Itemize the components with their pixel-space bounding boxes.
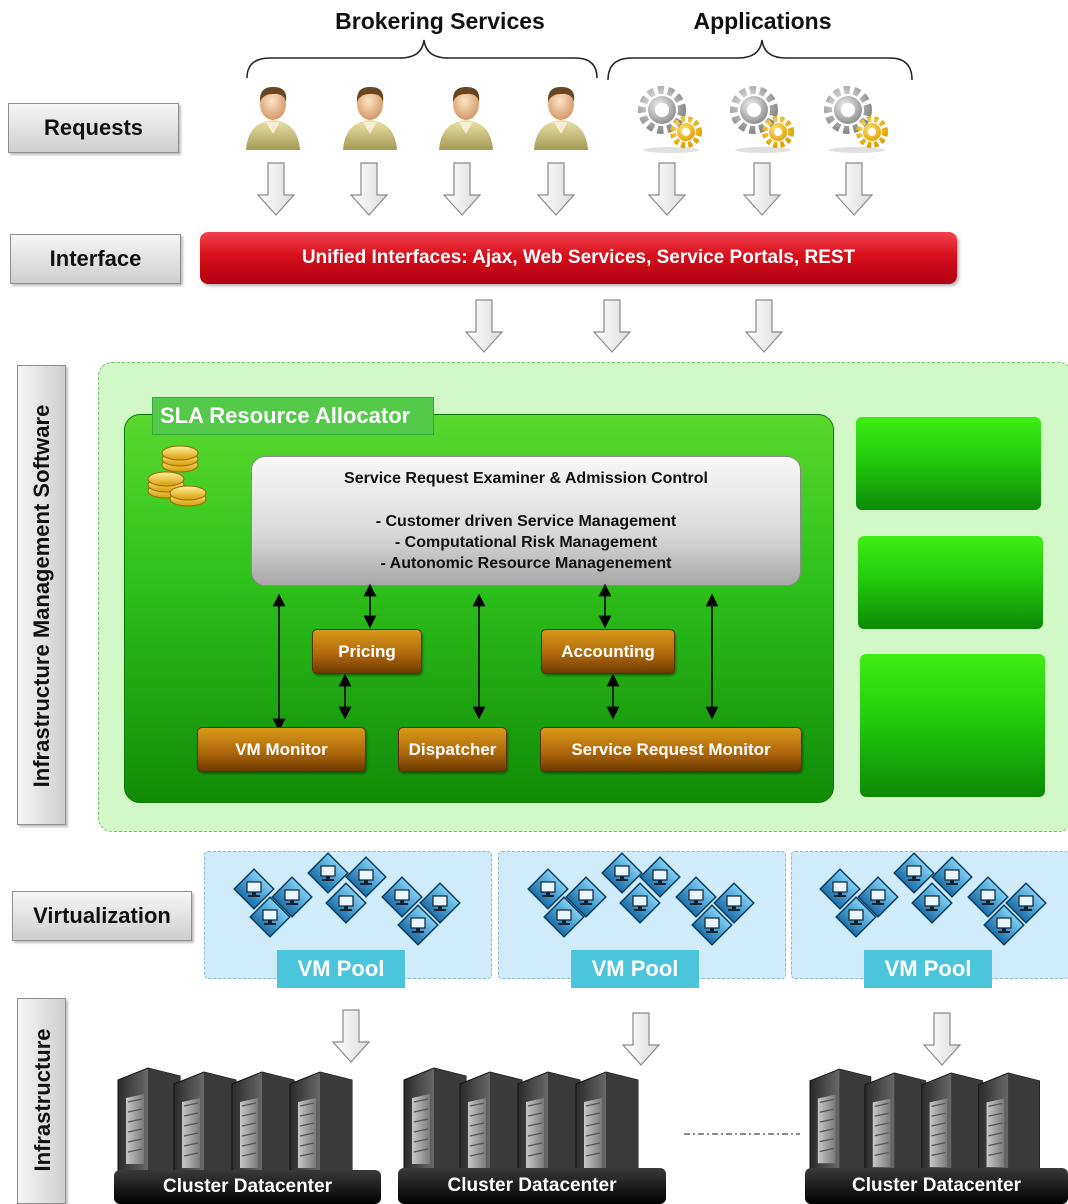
cluster-datacenter-label: Cluster Datacenter [398, 1168, 666, 1204]
interface-layer-label: Interface [10, 234, 181, 284]
requests-layer-label: Requests [8, 103, 179, 153]
accounting-label: Accounting [561, 641, 655, 661]
unified-interfaces-text: Unified Interfaces: Ajax, Web Services, … [301, 247, 856, 268]
vm-pool-label: VM Pool [277, 950, 405, 988]
examiner-line: - Customer driven Service Management [375, 513, 677, 530]
interface-layer-text: Interface [49, 246, 142, 271]
gears-icon [730, 86, 794, 153]
side-box-middle [858, 536, 1043, 629]
applications-heading: Applications [693, 8, 832, 34]
unified-interfaces-bar: Unified Interfaces: Ajax, Web Services, … [200, 232, 957, 284]
cluster-datacenter-label: Cluster Datacenter [114, 1170, 381, 1204]
dispatcher-label: Dispatcher [408, 739, 497, 759]
connector-arrows [272, 583, 719, 732]
server-rack-icon [117, 1067, 353, 1185]
coins-icon [147, 445, 207, 507]
requests-layer-text: Requests [43, 115, 144, 140]
examiner-title: Service Request Examiner & Admission Con… [344, 470, 708, 487]
service-request-examiner-box: Service Request Examiner & Admission Con… [251, 456, 801, 586]
user-icon [343, 86, 397, 150]
gears-icon [638, 86, 702, 153]
cluster-datacenter-text: Cluster Datacenter [163, 1176, 332, 1197]
virtualization-layer-text: Virtualization [33, 903, 171, 928]
examiner-line: - Computational Risk Management [394, 534, 658, 551]
pricing-module: Pricing [312, 629, 422, 674]
side-box-bottom [860, 654, 1045, 797]
server-rack-icon [809, 1068, 1041, 1184]
brokering-brace [246, 39, 598, 79]
vm-pool-text: VM Pool [297, 956, 385, 981]
virtualization-layer-label: Virtualization [12, 891, 192, 941]
sla-resource-allocator-title: SLA Resource Allocator [152, 397, 434, 435]
vm-monitor-module: VM Monitor [197, 727, 366, 772]
cluster-datacenter-text: Cluster Datacenter [447, 1175, 617, 1196]
dispatcher-module: Dispatcher [398, 727, 507, 772]
infrastructure-layer-label: Infrastructure [17, 998, 66, 1204]
infrastructure-management-layer-label: Infrastructure Management Software [17, 365, 66, 825]
vm-pool-text: VM Pool [591, 956, 679, 981]
sla-title-text: SLA Resource Allocator [160, 403, 411, 428]
side-box-top [856, 417, 1041, 510]
gears-icon [824, 86, 888, 153]
vm-pool-label: VM Pool [864, 950, 992, 988]
user-icon [534, 86, 588, 150]
service-request-monitor-label: Service Request Monitor [571, 739, 771, 759]
examiner-line: - Autonomic Resource Managenement [380, 555, 672, 572]
vm-monitor-label: VM Monitor [235, 739, 328, 759]
user-icon [246, 86, 300, 150]
cluster-datacenter-text: Cluster Datacenter [852, 1175, 1021, 1196]
user-icon [439, 86, 493, 150]
vm-pool-text: VM Pool [884, 956, 972, 981]
pricing-label: Pricing [338, 641, 396, 661]
vm-pool-label: VM Pool [571, 950, 699, 988]
cluster-datacenter-label: Cluster Datacenter [805, 1168, 1068, 1204]
brokering-services-heading: Brokering Services [335, 8, 545, 34]
server-rack-icon [403, 1067, 639, 1185]
applications-brace [607, 39, 913, 81]
accounting-module: Accounting [541, 629, 675, 674]
service-request-monitor-module: Service Request Monitor [540, 727, 802, 772]
